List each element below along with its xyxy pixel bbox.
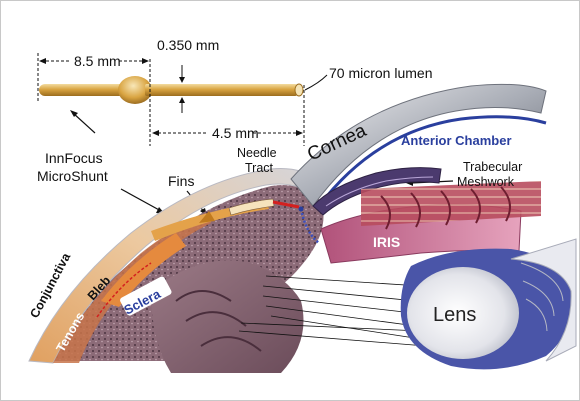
label-needle-line2: Tract — [245, 161, 274, 175]
microshunt-illustration — [39, 76, 303, 104]
shunt-distal-segment — [145, 84, 297, 96]
label-dim-tip: 4.5 mm — [212, 125, 259, 141]
label-trabecular-line2: Meshwork — [457, 175, 515, 189]
label-needle-line1: Needle — [237, 146, 277, 160]
shunt-tip — [299, 207, 304, 212]
label-dim-diameter: 0.350 mm — [157, 37, 219, 53]
shunt-proximal-segment — [39, 84, 125, 96]
label-dim-total: 8.5 mm — [74, 53, 121, 69]
eye-anatomy — [29, 84, 576, 373]
label-anterior-chamber: Anterior Chamber — [401, 133, 512, 148]
label-device-line1: InnFocus — [45, 150, 103, 166]
label-fins: Fins — [168, 173, 194, 189]
label-device-line2: MicroShunt — [37, 168, 108, 184]
label-iris: IRIS — [373, 234, 400, 250]
label-lumen: 70 micron lumen — [329, 65, 433, 81]
label-lens: Lens — [433, 304, 476, 326]
shunt-lumen-opening — [295, 84, 303, 96]
label-trabecular-line1: Trabecular — [463, 160, 522, 174]
